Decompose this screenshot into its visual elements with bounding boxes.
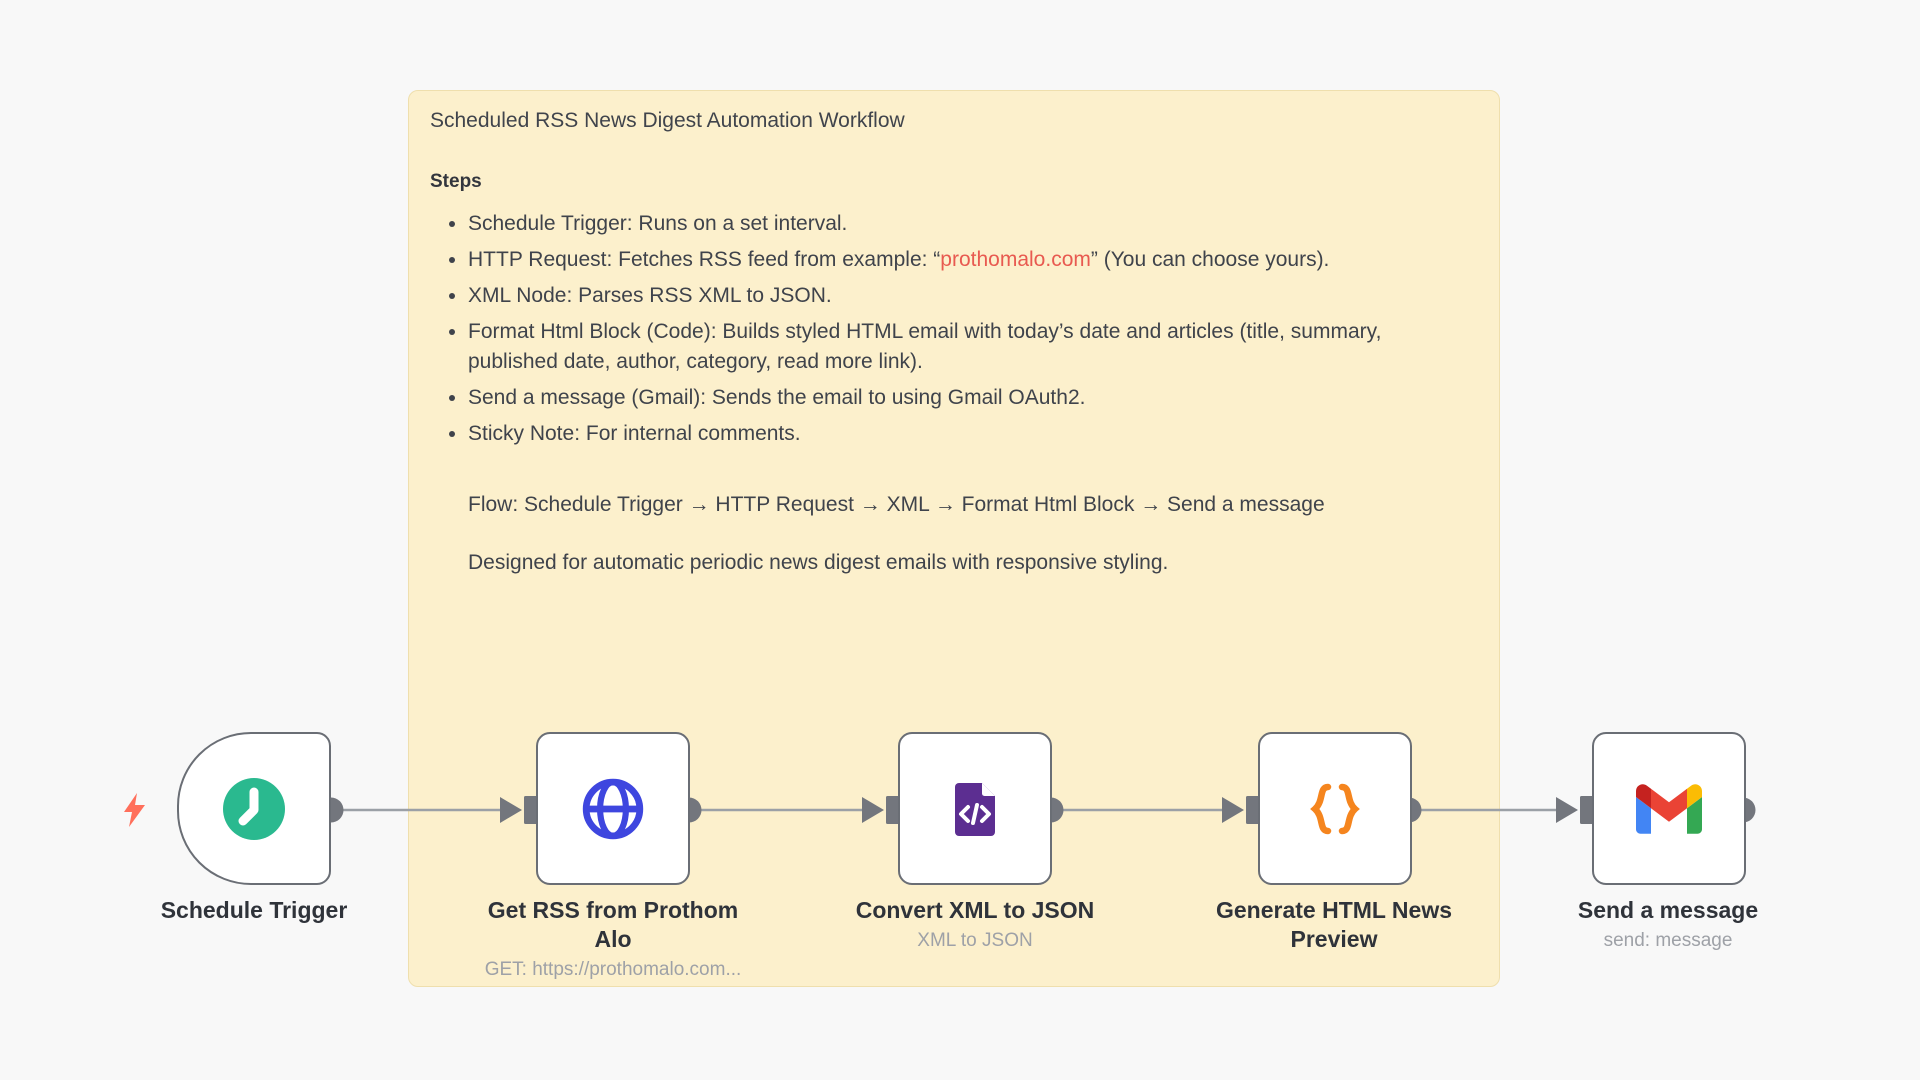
list-item: Format Html Block (Code): Builds styled … xyxy=(468,317,1410,377)
globe-icon xyxy=(582,778,644,839)
node-schedule-trigger[interactable] xyxy=(177,732,331,885)
list-item: HTTP Request: Fetches RSS feed from exam… xyxy=(468,245,1410,275)
node-label-send-message: Send a message send: message xyxy=(1528,896,1808,952)
xml-file-icon xyxy=(955,782,995,836)
list-item: Sticky Note: For internal comments. xyxy=(468,419,1410,449)
workflow-flow-summary: Flow: Schedule Trigger → HTTP Request → … xyxy=(468,493,1325,516)
rss-feed-link[interactable]: prothomalo.com xyxy=(940,248,1091,271)
input-arrow-icon xyxy=(862,797,884,823)
workflow-description: Designed for automatic periodic news dig… xyxy=(468,551,1169,574)
input-arrow-icon xyxy=(1556,797,1578,823)
node-sublabel-get-url: GET: https://prothomalo.com... xyxy=(484,959,742,980)
list-item: Send a message (Gmail): Sends the email … xyxy=(468,383,1410,413)
node-convert-xml-to-json[interactable] xyxy=(898,732,1052,885)
input-arrow-icon xyxy=(500,797,522,823)
node-label-get-rss: Get RSS from Prothom Alo GET: https://pr… xyxy=(473,896,753,981)
list-item: XML Node: Parses RSS XML to JSON. xyxy=(468,281,1410,311)
sticky-note-heading: Steps xyxy=(430,171,482,192)
curly-braces-icon xyxy=(1310,783,1360,834)
sticky-note-title: Scheduled RSS News Digest Automation Wor… xyxy=(430,109,905,132)
trigger-bolt-icon xyxy=(124,793,145,827)
sticky-note-bullet-list: Schedule Trigger: Runs on a set interval… xyxy=(430,209,1410,449)
node-generate-html-news-preview[interactable] xyxy=(1258,732,1412,885)
node-label-schedule-trigger: Schedule Trigger xyxy=(160,897,348,923)
node-send-a-message-gmail[interactable] xyxy=(1592,732,1746,885)
list-item: Schedule Trigger: Runs on a set interval… xyxy=(468,209,1410,239)
node-label-convert-xml: Convert XML to JSON XML to JSON xyxy=(835,896,1115,952)
input-arrow-icon xyxy=(1222,797,1244,823)
gmail-icon xyxy=(1636,783,1702,834)
node-label-generate-html: Generate HTML News Preview xyxy=(1215,897,1453,952)
node-sublabel-send-message: send: message xyxy=(1603,930,1733,951)
clock-icon xyxy=(223,777,285,840)
node-get-rss-http-request[interactable] xyxy=(536,732,690,885)
node-sublabel-xml-to-json: XML to JSON xyxy=(917,930,1033,951)
